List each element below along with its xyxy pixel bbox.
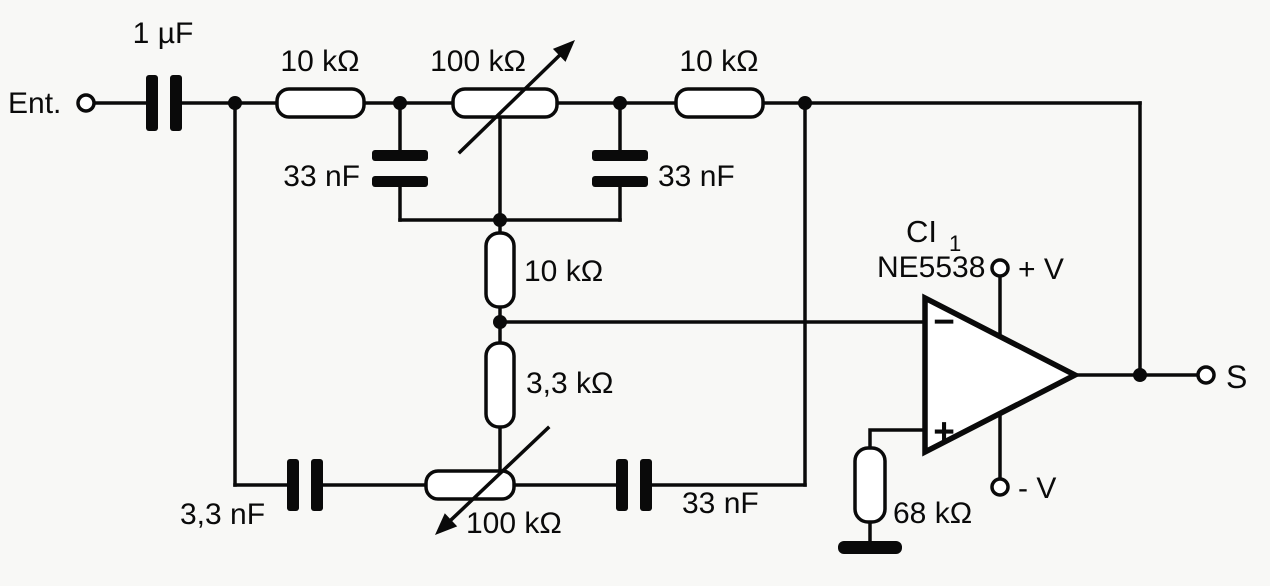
opamp-triangle — [922, 293, 1082, 457]
junction-dot — [493, 315, 507, 329]
vminus-terminal-circle — [990, 477, 1010, 497]
potentiometer-wiper-arrowhead — [552, 40, 575, 62]
resistor-body — [484, 231, 516, 309]
potentiometer-wiper-arrow-shaft — [449, 425, 551, 522]
opamp-part-number: NE5538 — [877, 251, 985, 284]
input-capacitor: 1 µF — [133, 17, 194, 131]
middle-resistor: 10 kΩ — [484, 231, 603, 309]
top-right-resistor-value: 10 kΩ — [679, 45, 758, 78]
vplus-terminal-circle — [990, 258, 1010, 278]
input-terminal: Ent. — [8, 87, 96, 120]
junction-dot — [393, 96, 407, 110]
bottom-potentiometer: 100 kΩ — [424, 425, 562, 540]
potentiometer-body — [424, 469, 516, 501]
junction-dot — [493, 213, 507, 227]
ground-resistor: 68 kΩ — [838, 446, 972, 554]
bottom-potentiometer-value: 100 kΩ — [466, 507, 562, 540]
junction-dot — [1133, 368, 1147, 382]
wire-noninverting-input — [868, 428, 927, 450]
resistor-body — [853, 446, 887, 524]
opamp: − + CI 1 NE5538 — [877, 214, 1082, 457]
resistor-body — [674, 87, 765, 119]
left-capacitor: 33 nF — [283, 150, 428, 193]
top-left-resistor-value: 10 kΩ — [280, 45, 359, 78]
ground-symbol — [838, 541, 902, 554]
vminus-label: - V — [1018, 472, 1056, 505]
junction-dot — [798, 96, 812, 110]
top-left-resistor: 10 kΩ — [275, 45, 366, 119]
capacitor-plate — [640, 459, 652, 511]
top-potentiometer: 100 kΩ — [430, 40, 575, 155]
bottom-right-capacitor-value: 33 nF — [682, 487, 759, 520]
potentiometer-body — [451, 87, 559, 119]
lower-middle-resistor-value: 3,3 kΩ — [526, 367, 613, 400]
top-right-resistor: 10 kΩ — [674, 45, 765, 119]
lower-middle-resistor: 3,3 kΩ — [484, 341, 613, 429]
resistor-body — [484, 341, 516, 429]
capacitor-plate — [372, 150, 428, 161]
input-label: Ent. — [8, 87, 61, 120]
capacitor-plate — [592, 150, 648, 161]
vminus-terminal: - V — [990, 472, 1056, 505]
opamp-designator-subscript: 1 — [949, 231, 961, 256]
vplus-terminal: + V — [990, 253, 1064, 286]
capacitor-plate — [146, 75, 158, 131]
top-potentiometer-value: 100 kΩ — [430, 45, 526, 78]
output-label: S — [1226, 359, 1247, 395]
output-terminal-circle — [1196, 365, 1216, 385]
capacitor-plate — [311, 459, 323, 511]
opamp-designator: CI — [906, 214, 937, 249]
vplus-label: + V — [1018, 253, 1064, 286]
potentiometer-wiper-arrow-shaft — [457, 50, 565, 155]
bottom-right-capacitor: 33 nF — [616, 459, 759, 520]
ground-resistor-value: 68 kΩ — [893, 497, 972, 530]
capacitor-plate — [170, 75, 182, 131]
junction-dot — [228, 96, 242, 110]
capacitor-plate — [616, 459, 628, 511]
junction-dots — [228, 96, 1147, 382]
junction-dot — [613, 96, 627, 110]
right-capacitor: 33 nF — [592, 150, 735, 193]
middle-resistor-value: 10 kΩ — [524, 255, 603, 288]
capacitor-plate — [592, 176, 648, 187]
left-capacitor-value: 33 nF — [283, 160, 360, 193]
opamp-inverting-sign: − — [933, 301, 955, 342]
output-terminal: S — [1196, 359, 1247, 395]
bottom-left-capacitor: 3,3 nF — [180, 459, 323, 531]
right-capacitor-value: 33 nF — [658, 160, 735, 193]
capacitor-plate — [372, 176, 428, 187]
potentiometer-wiper-arrowhead — [435, 513, 458, 535]
resistor-body — [275, 87, 366, 119]
input-capacitor-value: 1 µF — [133, 17, 194, 50]
bottom-left-capacitor-value: 3,3 nF — [180, 498, 265, 531]
capacitor-plate — [287, 459, 299, 511]
opamp-noninverting-sign: + — [933, 411, 955, 452]
input-terminal-circle — [76, 93, 96, 113]
